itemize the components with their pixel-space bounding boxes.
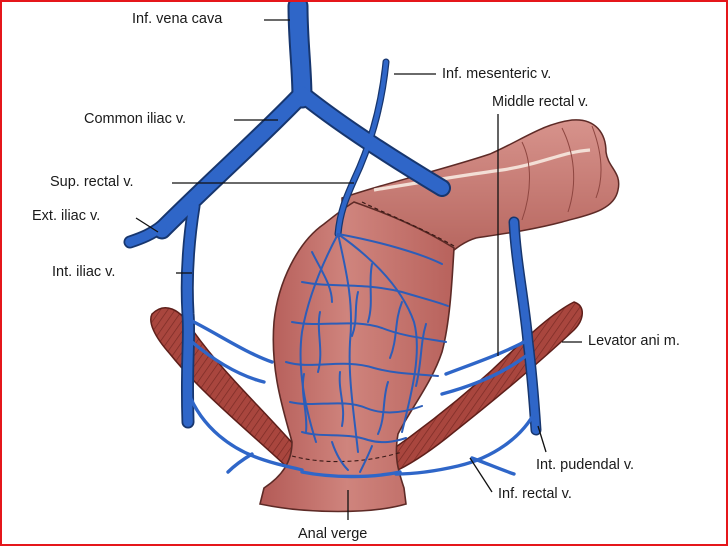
label-leader-lines — [135, 19, 582, 520]
label-ext-iliac-vein: Ext. iliac v. — [32, 208, 101, 224]
label-common-iliac-vein: Common iliac v. — [84, 111, 187, 127]
external-iliac-vein — [125, 221, 167, 247]
right-internal-iliac-vein — [510, 218, 540, 434]
label-inf-vena-cava: Inf. vena cava — [132, 11, 223, 27]
label-inf-rectal-vein: Inf. rectal v. — [498, 486, 572, 502]
label-int-pudendal-vein: Int. pudendal v. — [536, 457, 635, 473]
label-sup-rectal-vein: Sup. rectal v. — [50, 174, 134, 190]
rectal-venous-plexus — [285, 233, 449, 473]
inferior-mesenteric-vein — [335, 59, 389, 237]
label-anal-verge: Anal verge — [298, 526, 368, 542]
right-common-iliac-vein — [295, 87, 449, 195]
label-int-iliac-vein: Int. iliac v. — [52, 264, 116, 280]
common-iliac-vein — [154, 86, 310, 238]
label-middle-rectal-vein: Middle rectal v. — [492, 94, 589, 110]
label-inf-mesenteric-vein: Inf. mesenteric v. — [442, 66, 552, 82]
internal-iliac-vein — [182, 201, 199, 427]
pelvic-venous-branches — [186, 318, 538, 479]
label-levator-ani-muscle: Levator ani m. — [588, 333, 680, 349]
